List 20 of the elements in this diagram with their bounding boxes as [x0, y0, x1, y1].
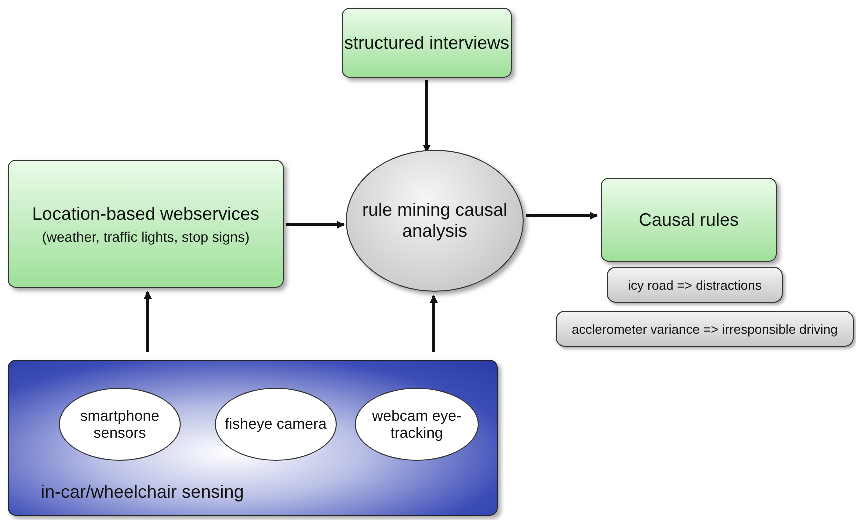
sensing-panel — [8, 360, 498, 516]
node-label: smartphone sensors — [79, 408, 161, 442]
node-label: structured interviews — [344, 32, 510, 54]
process-box — [342, 8, 512, 78]
arrow — [430, 295, 438, 352]
node-label: Causal rules — [638, 210, 740, 230]
node-label: webcam eye-tracking — [371, 408, 463, 442]
arrow — [526, 212, 598, 220]
node-label: acclerometer variance => irresponsible driving — [572, 322, 838, 336]
node-label: rule mining causal analysis — [361, 200, 509, 242]
process-box — [601, 178, 777, 262]
node-label: icy road => distractions — [628, 278, 762, 292]
node-label: Location-based webservices — [32, 204, 260, 224]
arrow — [286, 221, 345, 229]
node-note: (weather, traffic lights, stop signs) — [42, 228, 250, 244]
arrow — [144, 291, 152, 352]
process-box — [8, 160, 284, 288]
arrow — [423, 80, 431, 153]
node-label: fisheye camera — [225, 416, 327, 433]
node-label: in-car/wheelchair sensing — [41, 482, 244, 503]
